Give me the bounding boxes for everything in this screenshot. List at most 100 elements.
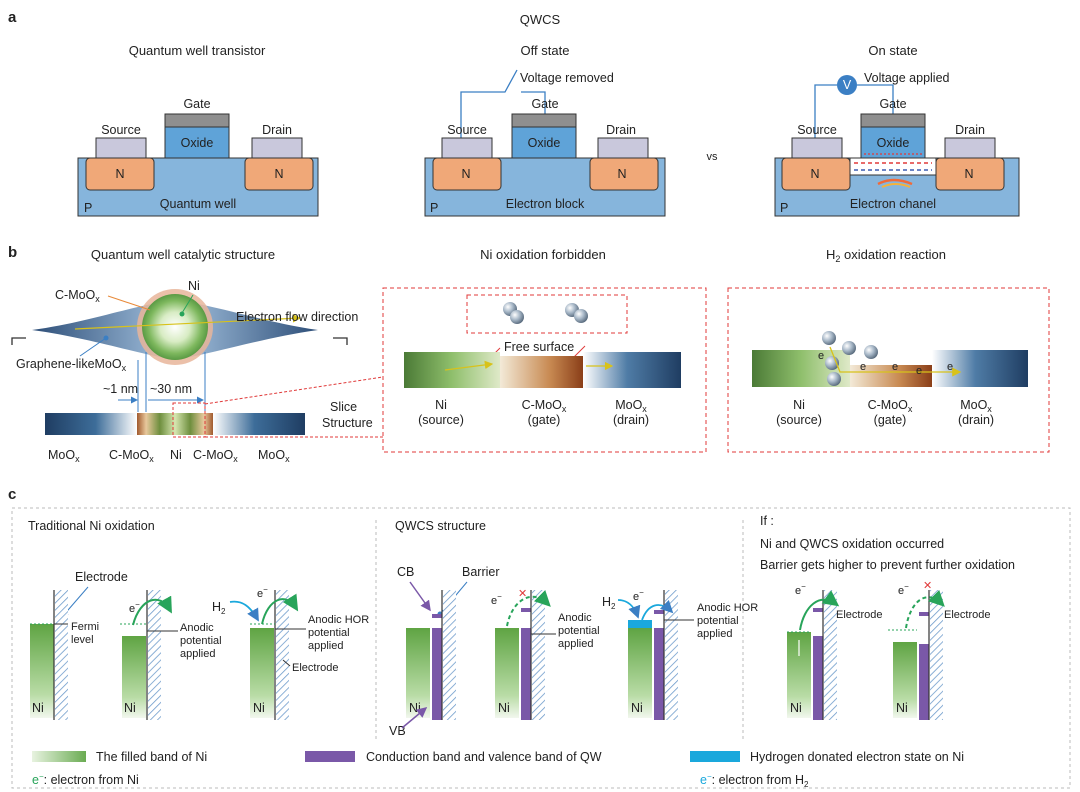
c1-electrode-1 [55, 590, 68, 720]
b1-graphene-label: Graphene-likeMoOx [16, 357, 127, 373]
b1-graphene-leader [79, 337, 107, 357]
c1-anodic-1: Anodic [180, 622, 214, 634]
b3-e-1: e [818, 350, 824, 362]
c2-hydrogen-state [628, 620, 652, 628]
c1-ni-band-1 [30, 624, 54, 718]
b2-ni-sub: (source) [418, 413, 464, 427]
c1-ni-label-1: Ni [32, 701, 44, 715]
c1-e-1: e− [129, 600, 140, 615]
b-h2-oxidation-reaction: H2 oxidation reaction e e e e e Ni (sour… [727, 247, 1050, 453]
b1-bracket-left [11, 337, 26, 345]
legend-qw-bands-label: Conduction band and valence band of QW [366, 750, 602, 764]
b1-layer-ni: Ni [170, 448, 182, 462]
t1-body-label: Quantum well [160, 197, 236, 211]
c2-electrode-2 [532, 590, 545, 720]
t3-source-label: Source [797, 123, 837, 137]
transistor-off-state: Off state Voltage removed Gate Oxide Sou… [424, 43, 666, 217]
b1-layer-cmoox-2: C-MoOx [193, 448, 238, 464]
t1-oxide-label: Oxide [181, 136, 214, 150]
t3-body-label: Electron chanel [850, 197, 936, 211]
t1-p-label: P [84, 201, 92, 215]
b1-ni-label: Ni [188, 279, 200, 293]
c3-line2: Barrier gets higher to prevent further o… [760, 558, 1015, 572]
b2-cm-sub: (gate) [528, 413, 561, 427]
c1-fermi-label-1: Fermi [71, 621, 99, 633]
panel-a: a QWCS Quantum well transistor Gate Oxid… [8, 9, 1020, 217]
c3-if: If : [760, 514, 774, 528]
legend-e-h2: e−: electron from H2 [700, 772, 809, 789]
c2-e-1: e− [491, 592, 502, 607]
b2-moox-bar [583, 352, 681, 388]
c3-e-2: e− [898, 582, 909, 597]
b2-cm-label: C-MoOx [522, 398, 567, 414]
t3-n-left-label: N [810, 167, 819, 181]
b1-cmoox-label: C-MoOx [55, 288, 100, 304]
c2-qw-vb-1 [432, 628, 442, 720]
c2-barrier-label: Barrier [462, 565, 500, 579]
t2-drain-label: Drain [606, 123, 636, 137]
c2-h-electron-arrow [641, 599, 674, 621]
c3-block-mark: ✕ [923, 580, 932, 592]
t3-wire-left [814, 84, 837, 142]
c2-hor-3: applied [697, 628, 732, 640]
b2-mo-label: MoOx [615, 398, 647, 414]
b1-dim2-label: ~30 nm [150, 382, 192, 396]
c1-hor-1: Anodic HOR [308, 614, 369, 626]
transistor-on-state: On state V Voltage applied Gate Oxide So… [774, 43, 1020, 217]
t3-n-right-label: N [964, 167, 973, 181]
b3-e-2: e [860, 361, 866, 373]
c2-h2-arrow [617, 599, 641, 619]
b3-frame [727, 287, 1050, 453]
c2-qw-vb-3 [654, 628, 664, 720]
b3-h2-atom-3 [864, 345, 878, 359]
c-qwcs-structure: QWCS structure CB Barrier Ni VB ✕ e− Ano… [389, 519, 758, 738]
b3-electron-path [829, 346, 962, 377]
c2-anodic-1: Anodic [558, 612, 592, 624]
c1-anodic-3: applied [180, 648, 215, 660]
c2-electrode-1 [443, 590, 456, 720]
c2-block-mark-1: ✕ [518, 588, 527, 600]
t2-n-left-label: N [461, 167, 470, 181]
legend-swatch-qw-bands [305, 751, 355, 762]
c-if-oxidation-occurred: If : Ni and QWCS oxidation occurred Barr… [760, 514, 1015, 720]
c-frame [11, 507, 1071, 789]
b1-slice-label-1: Slice [330, 400, 357, 414]
b3-cmoox-bar [850, 365, 932, 387]
c3-e-1: e− [795, 582, 806, 597]
t1-oxide [164, 126, 230, 159]
c1-electrode-3 [276, 590, 289, 720]
t3-note: Voltage applied [864, 71, 950, 85]
b3-moox-bar [932, 350, 1028, 387]
t2-note: Voltage removed [520, 71, 614, 85]
c3-blocked-electron-arrow [905, 589, 945, 629]
t1-gate-metal [164, 113, 230, 128]
c3-qw-vb-2 [919, 644, 929, 720]
c2-qw-vb-2 [521, 628, 531, 720]
c2-e-2: e− [633, 588, 644, 603]
transistor-quantum-well: Quantum well transistor Gate Oxide Sourc… [77, 43, 319, 217]
b3-cm-label: C-MoOx [868, 398, 913, 414]
b-catalytic-structure: Quantum well catalytic structure C-MoOx … [11, 247, 384, 464]
t3-electron-flow-glow [877, 178, 913, 186]
t3-source-contact [791, 137, 843, 159]
c2-qw-cb-3 [654, 610, 664, 614]
c2-ni-label-1: Ni [409, 701, 421, 715]
c1-ni-label-2: Ni [124, 701, 136, 715]
c2-vb-arrow [401, 707, 428, 729]
c3-ni-band-2 [893, 642, 917, 718]
c3-qw-cb-1 [813, 608, 823, 612]
t2-open-switch-wire-right [521, 91, 546, 118]
c3-ni-label-1: Ni [790, 701, 802, 715]
b1-slice-moox-left [45, 413, 137, 435]
c2-ni-band-2 [495, 628, 519, 718]
t3-drain-label: Drain [955, 123, 985, 137]
c2-h2-label: H2 [602, 595, 616, 611]
c1-h2-label: H2 [212, 600, 226, 616]
b3-mo-sub: (drain) [958, 413, 994, 427]
t3-gate-metal [860, 113, 926, 128]
c2-anodic-2: potential [558, 625, 600, 637]
t1-source-contact [95, 137, 147, 159]
t1-drain-contact [251, 137, 303, 159]
t2-oxide [511, 126, 577, 159]
